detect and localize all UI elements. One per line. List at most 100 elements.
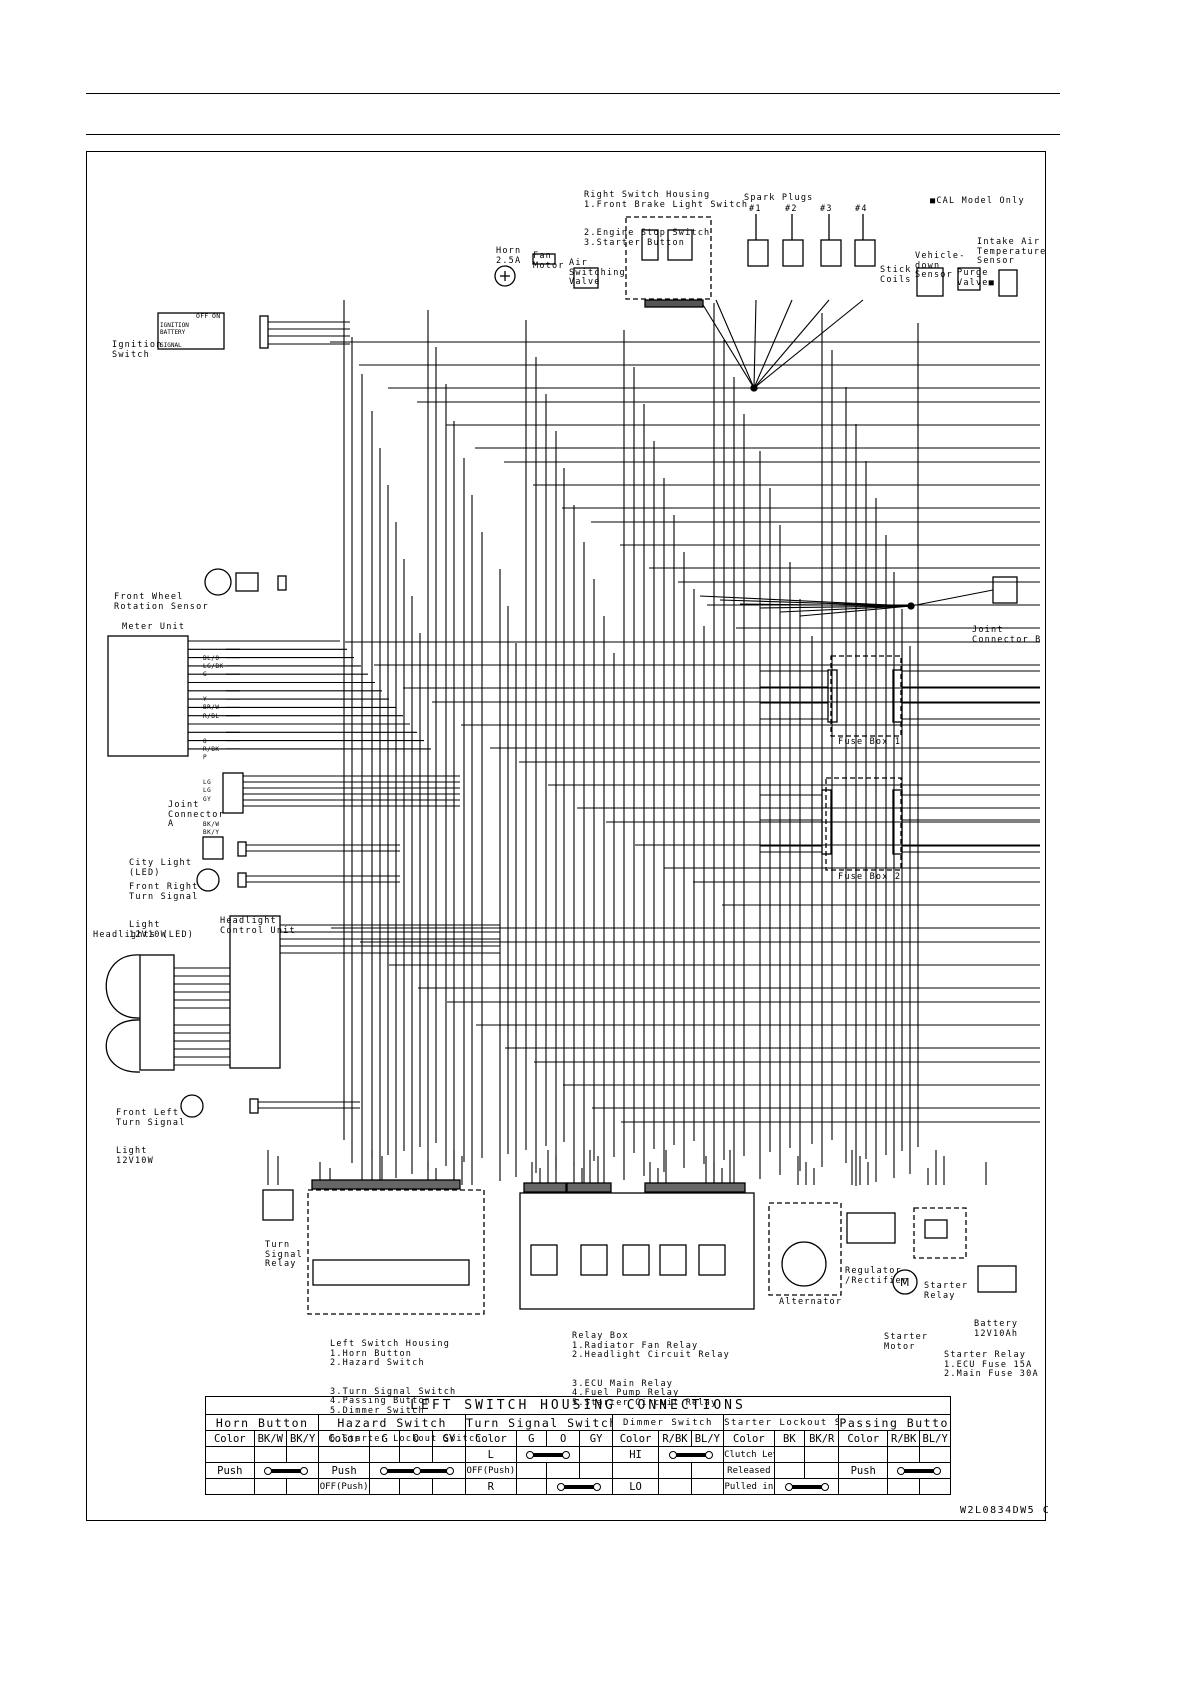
headlights-label: Headlights (LED) [93, 930, 195, 940]
connection-bar [784, 1482, 829, 1491]
relay-box [519, 1192, 755, 1310]
wire-harness [174, 299, 1040, 1189]
plug-1-label: #1 [749, 204, 762, 214]
turn-r: R [465, 1478, 517, 1495]
hazard-off-push: OFF(Push) [318, 1478, 370, 1495]
hazard-push: Push [318, 1462, 370, 1479]
horn-push: Push [205, 1462, 255, 1479]
col-header: R/BK [658, 1430, 692, 1447]
connection-bar [264, 1466, 309, 1475]
left-switch-connections-table: LEFT SWITCH HOUSING CONNECTIONS Horn But… [204, 1396, 951, 1495]
group-horn: Horn Button [204, 1414, 320, 1431]
connection-bar [526, 1450, 571, 1459]
turn-off-push: OFF(Push) [465, 1462, 517, 1479]
wire [715, 299, 755, 389]
vehicle-down-sensor [916, 267, 944, 297]
headlight-control-unit [229, 915, 281, 1069]
wire [753, 299, 864, 389]
col-header: R/BK [886, 1430, 921, 1447]
horn-symbol [494, 265, 516, 287]
left-switch-housing [307, 1189, 485, 1315]
wire [699, 595, 912, 607]
alternator-label: Alternator [779, 1297, 843, 1307]
wire [910, 589, 994, 607]
ignition-signal-row: SIGNAL [160, 342, 182, 349]
regulator-label: Regulator/Rectifier [845, 1266, 909, 1286]
col-header: BK/Y [285, 1430, 320, 1447]
col-header: BL/Y [690, 1430, 725, 1447]
front-left-turn-light [180, 1094, 204, 1118]
joint-connector-b [992, 576, 1018, 604]
col-header: GY [431, 1430, 467, 1447]
diagram-frame [86, 151, 1046, 1521]
plug-2-label: #2 [785, 204, 798, 214]
cal-model-label: ■CAL Model Only [930, 196, 1025, 206]
intake-air-sensor [998, 269, 1018, 297]
lockout-clutch: Clutch Lever [723, 1446, 775, 1463]
air-valve-symbol [573, 267, 599, 289]
fuse-box-1 [830, 655, 902, 737]
meter-unit-label: Meter Unit [122, 622, 186, 632]
starter-relay-box [913, 1207, 967, 1259]
regulator-rectifier [846, 1212, 896, 1244]
top-rule [86, 93, 1060, 94]
ignition-on-label: ON [212, 312, 221, 320]
col-header: G [368, 1430, 401, 1447]
dimmer-lo: LO [611, 1478, 660, 1495]
fuse-box-1-label: Fuse Box 1 [838, 737, 902, 747]
diagram-code: W2L0834DW5 C [960, 1505, 1051, 1516]
joint-connector-a [222, 772, 244, 814]
wire [753, 299, 830, 389]
headlight-upper [105, 954, 141, 1019]
connection-bar [897, 1466, 941, 1475]
lockout-pulled-in: Pulled in [723, 1478, 775, 1495]
turn-signal-relay [262, 1189, 294, 1221]
dimmer-hi: HI [611, 1446, 660, 1463]
front-right-turn-light [196, 868, 220, 892]
motor-m-glyph: M [900, 1276, 910, 1289]
city-light [202, 836, 224, 860]
col-header: G [515, 1430, 548, 1447]
color-header: Color [465, 1430, 517, 1447]
city-light-label: City Light(LED) [129, 858, 193, 878]
ignition-switch-table [157, 312, 225, 350]
ignition-off-label: OFF [196, 312, 209, 320]
wire [753, 299, 793, 389]
purge-valve-symbol [957, 267, 981, 291]
ignition-ignition-row: IGNITION [160, 322, 189, 329]
right-switch-housing [625, 216, 712, 300]
col-header: GY [579, 1430, 613, 1447]
spark-plugs-label: Spark Plugs [744, 193, 814, 203]
alternator-symbol [781, 1241, 827, 1287]
turn-l: L [465, 1446, 517, 1463]
meter-unit-box [107, 635, 189, 757]
fan-motor-symbol [532, 253, 556, 265]
wire [779, 605, 912, 613]
fuse-box-2 [825, 777, 902, 871]
color-header: Color [318, 1430, 370, 1447]
connection-bar [380, 1466, 455, 1475]
group-dimmer: Dimmer Switch [611, 1414, 725, 1431]
table-title: LEFT SWITCH HOUSING CONNECTIONS [205, 1396, 951, 1415]
color-header: Color [205, 1430, 255, 1447]
plug-4-label: #4 [855, 204, 868, 214]
wire [753, 299, 757, 389]
wire [799, 605, 912, 617]
stick-coils [747, 214, 876, 267]
